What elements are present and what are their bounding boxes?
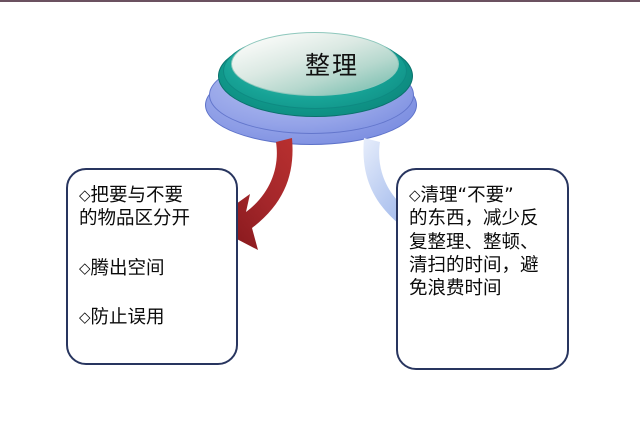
benefits-item-1: 腾出空间: [90, 257, 165, 279]
benefits-box-content: ◇把要与不要 的物品区分开 ◇腾出空间 ◇防止误用: [68, 170, 236, 339]
diamond-bullet-icon: ◇: [79, 258, 91, 277]
purpose-box: ◇清理“不要” 的东西，减少反 复整理、整顿、 清扫的时间，避 免浪费时间: [396, 168, 569, 370]
benefits-box: ◇把要与不要 的物品区分开 ◇腾出空间 ◇防止误用: [66, 168, 238, 365]
purpose-box-content: ◇清理“不要” 的东西，减少反 复整理、整顿、 清扫的时间，避 免浪费时间: [398, 170, 567, 310]
diamond-bullet-icon: ◇: [79, 186, 91, 204]
diamond-bullet-icon: ◇: [79, 307, 91, 326]
list-item: ◇清理“不要” 的东西，减少反 复整理、整顿、 清扫的时间，避 免浪费时间: [409, 184, 558, 300]
purpose-line-2: 的东西，减少反: [409, 208, 539, 230]
purpose-line-4: 清扫的时间，避: [409, 254, 539, 276]
list-item: ◇防止误用: [79, 306, 227, 329]
top-rule-divider: [0, 0, 640, 2]
integrate-disc: 整理: [200, 25, 425, 150]
benefits-item-2: 防止误用: [90, 306, 165, 328]
diamond-bullet-icon: ◇: [409, 186, 421, 204]
disc-title-label: 整理: [304, 51, 359, 80]
list-item: ◇腾出空间: [79, 257, 227, 280]
benefits-line-1: 把要与不要: [90, 185, 184, 206]
purpose-line-5: 免浪费时间: [409, 278, 502, 300]
benefits-line-2: 的物品区分开: [79, 208, 191, 230]
list-item: ◇把要与不要 的物品区分开: [79, 184, 227, 231]
purpose-line-3: 复整理、整顿、: [409, 231, 539, 253]
purpose-line-1: 清理“不要”: [420, 185, 514, 206]
disc-glossy-face: [231, 32, 399, 96]
